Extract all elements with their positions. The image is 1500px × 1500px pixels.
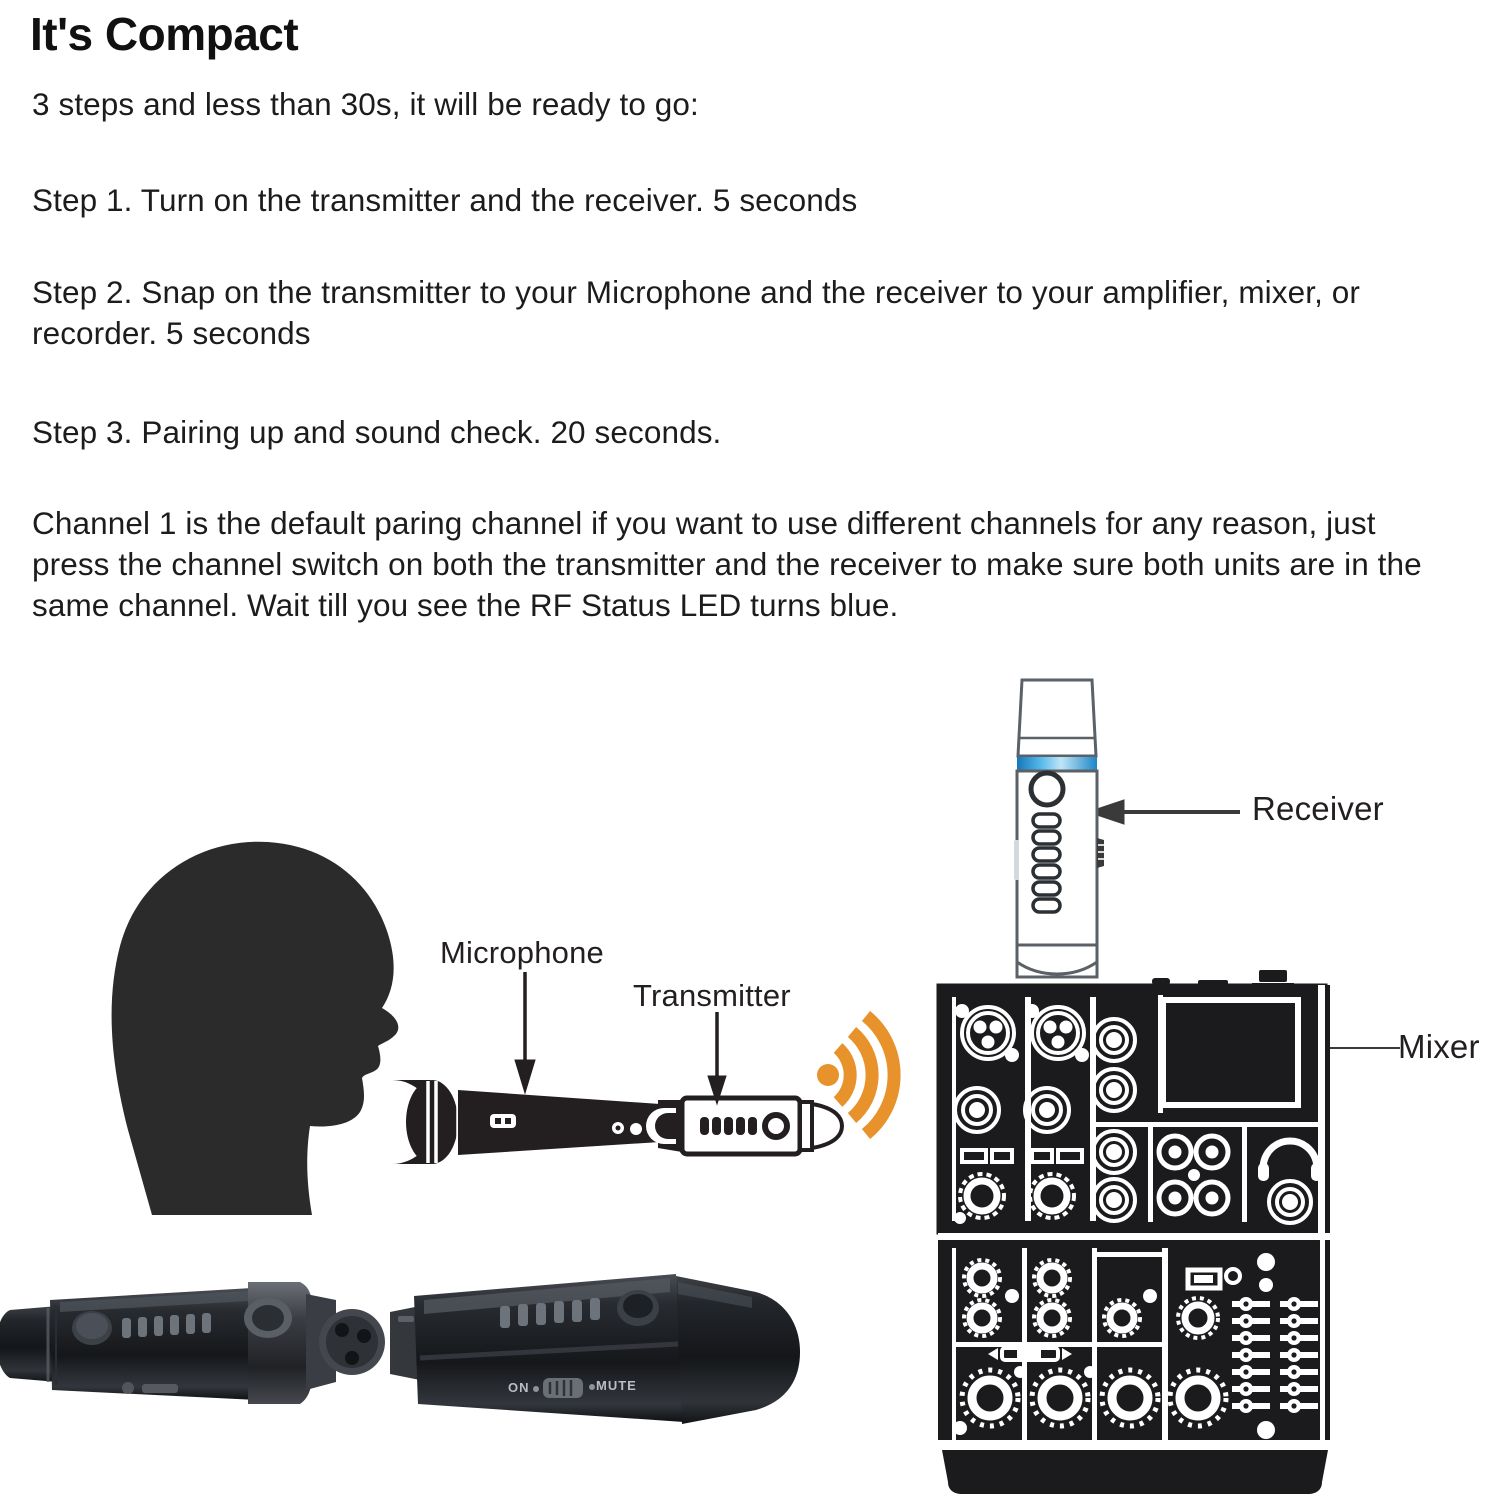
arrow-down-icon-transmitter — [707, 1012, 727, 1106]
rca-jacks — [1156, 1133, 1231, 1217]
knob — [958, 1172, 1006, 1220]
label-transmitter: Transmitter — [633, 978, 791, 1013]
trs-jack — [1091, 1177, 1137, 1223]
knob — [1102, 1298, 1142, 1338]
label-receiver: Receiver — [1252, 790, 1384, 827]
instructions-text-block: It's Compact 3 steps and less than 30s, … — [30, 0, 1460, 623]
led-meter — [1232, 1297, 1318, 1413]
knob — [962, 1298, 1002, 1338]
trs-jack — [1023, 1086, 1071, 1134]
fader-slider — [988, 1346, 1072, 1362]
transmitter-icon — [646, 1095, 845, 1157]
xlr-connector — [955, 1004, 1019, 1062]
receiver-led-bank — [1031, 812, 1062, 914]
xlr-connector — [1025, 1004, 1089, 1062]
led-indicator-row — [500, 1298, 600, 1328]
step-2-paragraph: Step 2. Snap on the transmitter to your … — [32, 274, 1361, 351]
step-3-paragraph: Step 3. Pairing up and sound check. 20 s… — [32, 414, 722, 450]
receiver-device — [1014, 678, 1104, 979]
on-mute-switch — [533, 1378, 595, 1398]
level-knob — [1029, 1366, 1096, 1429]
headphone-icon — [1258, 1137, 1322, 1181]
step-1-paragraph: Step 1. Turn on the transmitter and the … — [32, 182, 858, 218]
trs-jack — [1091, 1017, 1137, 1063]
knob — [1032, 1258, 1072, 1298]
knob — [1028, 1172, 1076, 1220]
trs-jack — [953, 1086, 1001, 1134]
knob — [1176, 1296, 1220, 1340]
mixer-device — [936, 970, 1330, 1494]
arrow-down-icon-microphone — [514, 972, 536, 1095]
head-silhouette-icon — [111, 841, 399, 1215]
microphone-icon — [392, 1080, 660, 1164]
page-title: It's Compact — [30, 8, 299, 60]
receiver-product-photo — [414, 1274, 800, 1424]
wifi-signal-icon — [817, 1010, 901, 1140]
intro-paragraph: 3 steps and less than 30s, it will be re… — [32, 86, 699, 122]
switch-label-on: ON — [508, 1380, 530, 1395]
level-knob — [959, 1366, 1026, 1429]
level-knob — [1167, 1367, 1229, 1429]
trs-jack — [1091, 1129, 1137, 1175]
knob — [962, 1258, 1002, 1298]
headphone-jack — [1267, 1179, 1313, 1225]
label-microphone: Microphone — [440, 935, 604, 970]
label-mixer: Mixer — [1398, 1028, 1480, 1065]
led-indicator-row — [122, 1313, 211, 1338]
knob — [1032, 1298, 1072, 1338]
transmitter-product-photo — [0, 1282, 420, 1404]
channel-note-paragraph: Channel 1 is the default paring channel … — [32, 505, 1422, 623]
level-knob — [1099, 1367, 1161, 1429]
trs-jack — [1091, 1067, 1137, 1113]
arrow-left-icon-receiver — [1086, 799, 1240, 825]
switch-label-mute: MUTE — [596, 1378, 637, 1393]
arrow-left-icon-mixer — [1245, 1032, 1400, 1064]
transmitter-led-bank — [700, 1117, 757, 1135]
